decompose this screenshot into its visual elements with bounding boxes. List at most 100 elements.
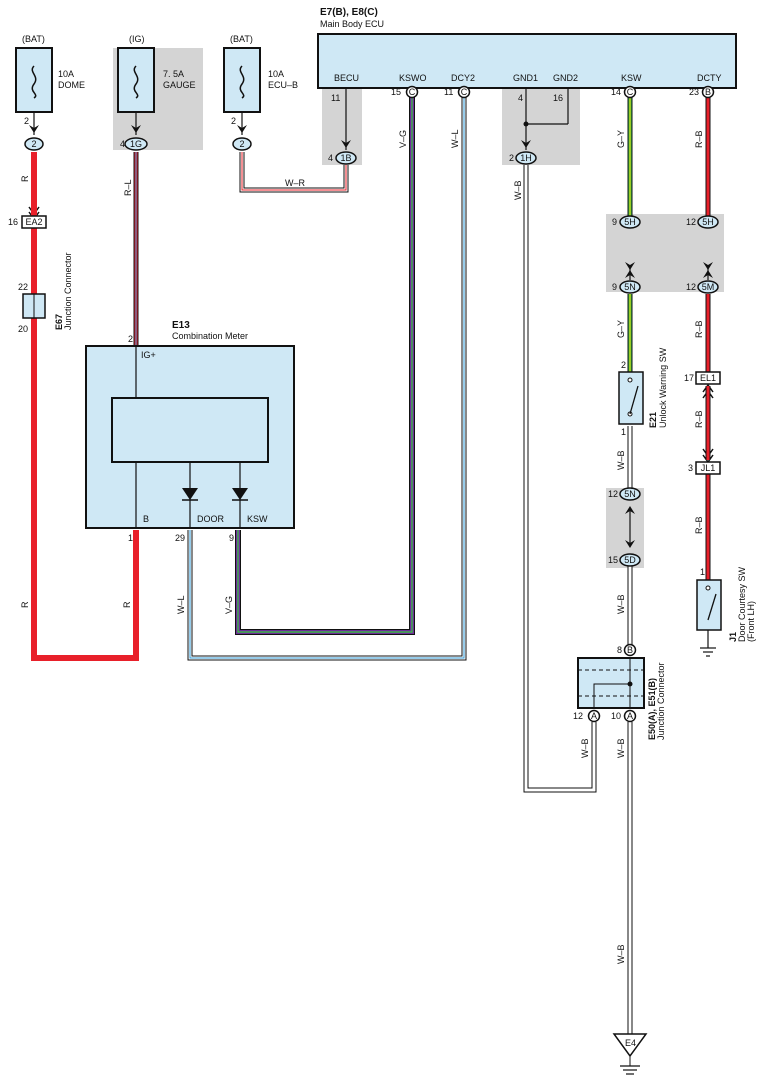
conn-1b: 1B	[335, 151, 357, 165]
svg-text:5H: 5H	[624, 217, 636, 227]
svg-text:20: 20	[18, 324, 28, 334]
svg-text:8: 8	[617, 645, 622, 655]
svg-text:12: 12	[608, 489, 618, 499]
svg-text:16: 16	[553, 93, 563, 103]
conn-2b: 2	[232, 137, 252, 151]
fuse-ecub: (BAT) 10A ECU–B	[223, 34, 298, 113]
svg-text:J1: J1	[728, 632, 738, 642]
svg-text:1H: 1H	[520, 153, 532, 163]
conn-5n-top: 5N	[619, 280, 641, 294]
svg-text:R–B: R–B	[694, 516, 704, 534]
conn-1h: 1H	[515, 151, 537, 165]
svg-text:29: 29	[175, 533, 185, 543]
svg-text:B: B	[143, 514, 149, 524]
svg-text:E13: E13	[172, 320, 190, 331]
svg-text:9: 9	[229, 533, 234, 543]
conn-5m: 5M	[697, 280, 719, 294]
svg-text:R–L: R–L	[123, 179, 133, 196]
svg-text:10A: 10A	[268, 69, 284, 79]
door-courtesy-switch: J1 Door Courtesy SW (Front LH)	[696, 566, 756, 657]
pin-numbers: 2 4 2 11 4 15 11 4 16 2 14 23 16 22 20 2…	[8, 87, 705, 721]
svg-text:ECU–B: ECU–B	[268, 80, 298, 90]
rect-connectors: EA2 EL1 JL1	[21, 215, 721, 475]
svg-text:5N: 5N	[624, 282, 636, 292]
svg-text:4: 4	[120, 139, 125, 149]
main-body-ecu: E7(B), E8(C) Main Body ECU BECU KSWO DCY…	[317, 7, 737, 89]
svg-text:11: 11	[444, 87, 453, 97]
svg-text:1: 1	[700, 567, 705, 577]
svg-text:2: 2	[621, 360, 626, 370]
conn-5h-right: 5H	[697, 215, 719, 229]
svg-text:(Front LH): (Front LH)	[746, 601, 756, 642]
junction-connector-e67: E67 Junction Connector	[22, 252, 73, 330]
svg-text:GAUGE: GAUGE	[163, 80, 196, 90]
svg-text:12: 12	[686, 217, 696, 227]
svg-text:5M: 5M	[702, 282, 715, 292]
svg-text:E50(A), E51(B): E50(A), E51(B)	[647, 678, 657, 740]
svg-text:2: 2	[31, 139, 36, 149]
svg-text:Unlock Warning SW: Unlock Warning SW	[658, 347, 668, 428]
svg-text:2: 2	[231, 116, 236, 126]
conn-5n-bottom: 5N	[619, 487, 641, 501]
wire-labels: R R–L W–R V–G W–L W–B G–Y R–B G–Y R–B R–…	[20, 129, 704, 964]
svg-text:1: 1	[128, 533, 133, 543]
svg-text:KSW: KSW	[247, 514, 268, 524]
wires	[31, 96, 711, 1036]
svg-text:EL1: EL1	[700, 373, 716, 383]
svg-text:2: 2	[24, 116, 29, 126]
svg-text:R: R	[122, 601, 132, 608]
ecu-subtitle: Main Body ECU	[320, 19, 384, 29]
svg-text:W–L: W–L	[450, 129, 460, 148]
conn-el1: EL1	[695, 371, 721, 385]
svg-text:JL1: JL1	[701, 463, 716, 473]
svg-text:7. 5A: 7. 5A	[163, 69, 184, 79]
svg-text:IG+: IG+	[141, 350, 156, 360]
pin-dcty: DCTY	[697, 73, 722, 83]
svg-text:EA2: EA2	[25, 217, 42, 227]
pin-arrows	[28, 125, 714, 548]
svg-text:(BAT): (BAT)	[22, 34, 45, 44]
svg-text:DOME: DOME	[58, 80, 85, 90]
svg-text:10: 10	[611, 711, 621, 721]
svg-text:5N: 5N	[624, 489, 636, 499]
pin-dcy2: DCY2	[451, 73, 475, 83]
conn-1g: 1G	[124, 137, 148, 151]
svg-text:12: 12	[686, 282, 696, 292]
svg-text:W–B: W–B	[616, 944, 626, 964]
pin-becu: BECU	[334, 73, 359, 83]
svg-text:(BAT): (BAT)	[230, 34, 253, 44]
svg-text:DOOR: DOOR	[197, 514, 225, 524]
svg-text:G–Y: G–Y	[616, 320, 626, 338]
oval-connectors: 2 1G 2 1B C C 1H C B 5H 5H 5N 5M 5N 5D B…	[24, 85, 719, 723]
conn-a2: A	[623, 709, 637, 723]
conn-2a: 2	[24, 137, 44, 151]
ecu-title: E7(B), E8(C)	[320, 7, 378, 18]
svg-text:R–B: R–B	[694, 320, 704, 338]
svg-text:3: 3	[688, 463, 693, 473]
svg-text:Combination Meter: Combination Meter	[172, 331, 248, 341]
svg-text:10A: 10A	[58, 69, 74, 79]
conn-c2: C	[457, 85, 471, 99]
svg-text:W–B: W–B	[616, 594, 626, 614]
conn-c1: C	[405, 85, 419, 99]
conn-jl1: JL1	[695, 461, 721, 475]
fuse-gauge: (IG) 7. 5A GAUGE	[117, 34, 196, 113]
combination-meter: E13 Combination Meter IG+ B DOOR KSW	[85, 320, 295, 529]
svg-text:W–B: W–B	[616, 450, 626, 470]
svg-text:W–B: W–B	[513, 180, 523, 200]
svg-text:Junction Connector: Junction Connector	[63, 252, 73, 330]
fuse-dome: (BAT) 10A DOME	[15, 34, 85, 113]
svg-text:V–G: V–G	[398, 130, 408, 148]
svg-text:W–B: W–B	[616, 738, 626, 758]
svg-text:Junction Connector: Junction Connector	[656, 662, 666, 740]
svg-text:A: A	[627, 711, 633, 721]
svg-text:G–Y: G–Y	[616, 130, 626, 148]
svg-text:1: 1	[621, 427, 626, 437]
ground-e4: E4	[612, 1033, 648, 1075]
pin-gnd1: GND1	[513, 73, 538, 83]
svg-text:A: A	[591, 711, 597, 721]
pin-kswo: KSWO	[399, 73, 427, 83]
svg-text:C: C	[409, 87, 416, 97]
svg-text:1B: 1B	[340, 153, 351, 163]
